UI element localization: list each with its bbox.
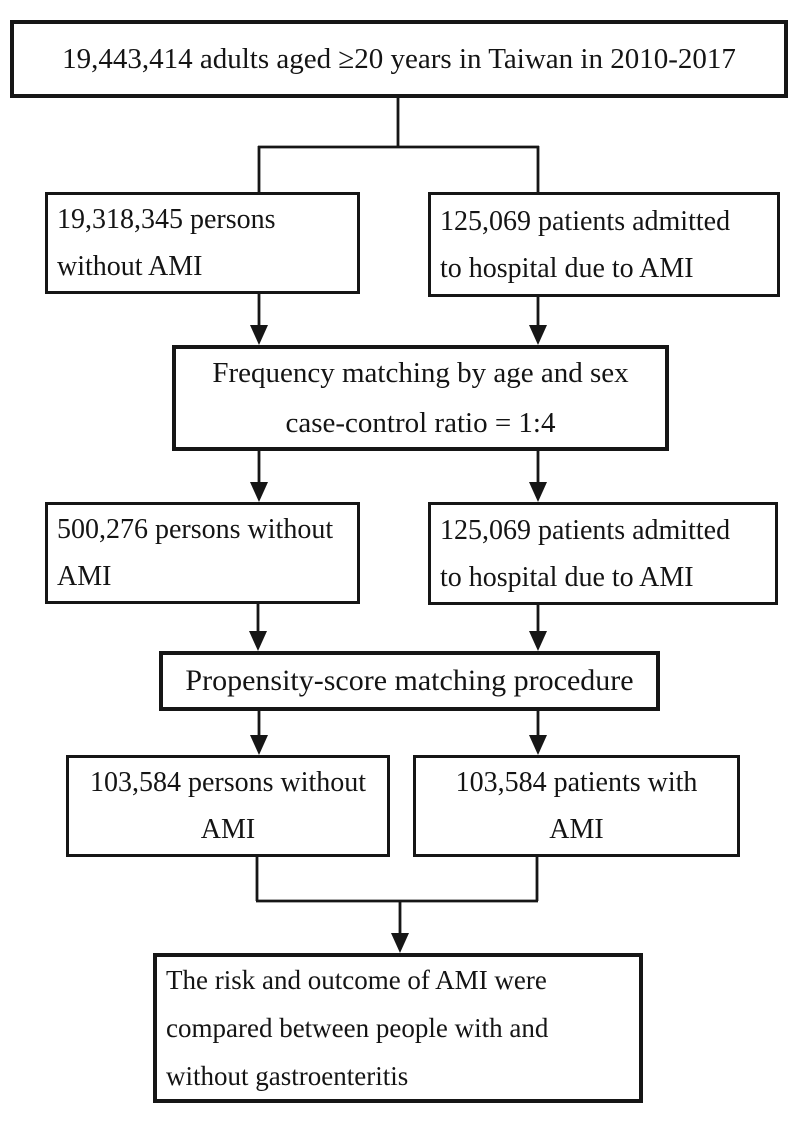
box-propensity-matching: Propensity-score matching procedure bbox=[159, 651, 660, 711]
arrowhead-frequency-to-left-icon bbox=[250, 482, 268, 502]
box-without-ami-initial: 19,318,345 persons without AMI bbox=[45, 192, 360, 294]
box-ami-admitted-initial: 125,069 patients admitted to hospital du… bbox=[428, 192, 780, 297]
box-outcome-comparison-line1: The risk and outcome of AMI were bbox=[166, 965, 547, 995]
box-outcome-comparison: The risk and outcome of AMI were compare… bbox=[153, 953, 643, 1103]
box-propensity-matching-text: Propensity-score matching procedure bbox=[185, 664, 634, 697]
box-without-ami-frequency-matched-line1: 500,276 persons without bbox=[57, 514, 334, 545]
arrowhead-propensity-to-left-icon bbox=[250, 735, 268, 755]
arrowhead-frequency-to-right-icon bbox=[529, 482, 547, 502]
box-without-ami-ps-matched-line1: 103,584 persons without bbox=[89, 767, 367, 798]
box-ami-admitted-frequency-matched-line2: to hospital due to AMI bbox=[440, 561, 694, 593]
arrowhead-right-to-propensity-icon bbox=[529, 631, 547, 651]
box-frequency-matching-line2: case-control ratio = 1:4 bbox=[285, 407, 556, 439]
box-total-population: 19,443,414 adults aged ≥20 years in Taiw… bbox=[10, 20, 788, 98]
box-without-ami-ps-matched-line2: AMI bbox=[200, 814, 256, 845]
box-without-ami-ps-matched: 103,584 persons without AMI bbox=[66, 755, 390, 857]
box-without-ami-initial-line2: without AMI bbox=[57, 251, 203, 282]
box-with-ami-ps-matched-line1: 103,584 patients with bbox=[455, 767, 698, 798]
box-outcome-comparison-line2: compared between people with and bbox=[166, 1013, 549, 1043]
box-without-ami-initial-line1: 19,318,345 persons bbox=[57, 204, 276, 235]
box-frequency-matching-line1: Frequency matching by age and sex bbox=[212, 357, 629, 389]
arrowhead-left-to-frequency-icon bbox=[250, 325, 268, 345]
arrowhead-right-to-frequency-icon bbox=[529, 325, 547, 345]
box-total-population-text: 19,443,414 adults aged ≥20 years in Taiw… bbox=[62, 42, 736, 75]
box-outcome-comparison-line3: without gastroenteritis bbox=[166, 1061, 409, 1091]
arrowhead-propensity-to-right-icon bbox=[529, 735, 547, 755]
arrowhead-merge-to-outcome-icon bbox=[391, 933, 409, 953]
box-without-ami-frequency-matched-line2: AMI bbox=[57, 561, 112, 592]
box-ami-admitted-frequency-matched: 125,069 patients admitted to hospital du… bbox=[428, 502, 778, 605]
box-ami-admitted-initial-line2: to hospital due to AMI bbox=[440, 252, 694, 284]
box-ami-admitted-initial-line1: 125,069 patients admitted bbox=[440, 205, 731, 237]
box-without-ami-frequency-matched: 500,276 persons without AMI bbox=[45, 502, 360, 604]
box-with-ami-ps-matched: 103,584 patients with AMI bbox=[413, 755, 740, 857]
box-with-ami-ps-matched-line2: AMI bbox=[549, 814, 604, 845]
box-ami-admitted-frequency-matched-line1: 125,069 patients admitted bbox=[440, 514, 731, 546]
box-frequency-matching: Frequency matching by age and sex case-c… bbox=[172, 345, 669, 451]
arrowhead-left-to-propensity-icon bbox=[249, 631, 267, 651]
